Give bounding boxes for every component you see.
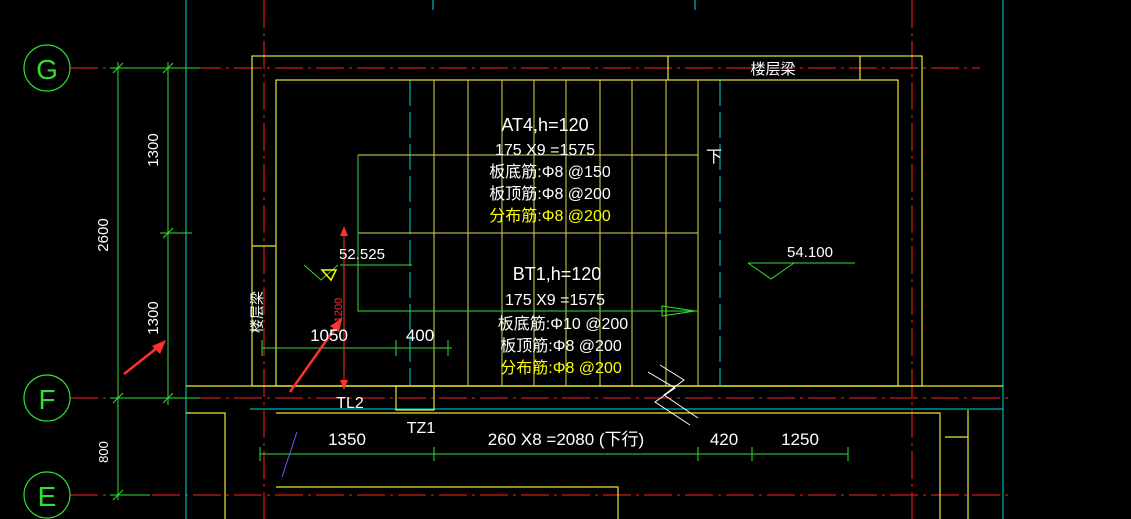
dim-text-flight: 260 X8 =2080 (下行) <box>488 430 644 449</box>
annotation-arrow-left <box>123 340 166 375</box>
label-elev-right: 54.100 <box>787 244 833 261</box>
axis-lines <box>70 0 1010 519</box>
annotation-arrow-center <box>288 318 342 393</box>
at4-top-bar: 板顶筋:Φ8 @200 <box>489 185 611 203</box>
bt1-top-bar: 板顶筋:Φ8 @200 <box>500 337 622 355</box>
bt1-title: BT1,h=120 <box>513 264 602 284</box>
dim-text-left-lower: 1300 <box>145 301 162 334</box>
dim-text-1050: 1050 <box>310 326 348 345</box>
flight-outline <box>357 155 698 312</box>
axis-label-f: F <box>38 384 55 415</box>
dimension-ticks <box>259 340 849 461</box>
dim-text-left-bottom: 800 <box>96 441 111 463</box>
axis-bubble-e: E <box>23 471 71 519</box>
axis-bubble-g: G <box>23 44 71 92</box>
lower-wall-left <box>186 412 226 519</box>
dim-text-left-total: 2600 <box>95 218 112 251</box>
at4-bottom-bar: 板底筋:Φ8 @150 <box>489 163 611 181</box>
at4-title: AT4,h=120 <box>501 115 588 135</box>
dim-tick-2 <box>162 62 174 74</box>
bt1-dist-bar: 分布筋:Φ8 @200 <box>500 359 622 377</box>
axis-label-g: G <box>36 54 58 85</box>
label-tz1: TZ1 <box>407 420 436 437</box>
flight-direction-arrow <box>661 305 696 317</box>
dim-text-1350: 1350 <box>328 430 366 449</box>
vertical-marker-bottom <box>340 380 348 390</box>
stair-at4-notes: AT4,h=120 175 X9 =1575 板底筋:Φ8 @150 板顶筋:Φ… <box>489 115 611 225</box>
lower-wall-inner <box>276 412 941 519</box>
dim-tick-5 <box>162 392 174 404</box>
dim-text-400: 400 <box>406 326 434 345</box>
dim-tick-1 <box>112 62 124 74</box>
label-floor-beam-left: 楼层梁 <box>249 291 265 333</box>
axis-label-e: E <box>38 481 57 512</box>
stair-treads <box>358 80 699 386</box>
elev-right-marker <box>747 262 795 280</box>
break-line-symbol <box>647 371 691 426</box>
label-floor-beam-top: 楼层梁 <box>750 61 795 78</box>
bt1-steps: 175 X9 =1575 <box>505 292 605 309</box>
label-elev-left: 52.525 <box>339 246 385 263</box>
break-line-symbol-2 <box>659 364 699 419</box>
walls <box>186 55 1003 519</box>
dim-tick-6 <box>112 489 124 501</box>
vertical-marker-top <box>340 226 348 236</box>
dim-text-left-upper: 1300 <box>145 133 162 166</box>
dim-tick-4 <box>112 392 124 404</box>
left-dimension-chain <box>110 62 200 501</box>
stair-bt1-notes: BT1,h=120 175 X9 =1575 板底筋:Φ10 @200 板顶筋:… <box>498 264 628 377</box>
dim-text-420: 420 <box>710 430 738 449</box>
violet-line <box>281 431 298 478</box>
at4-steps: 175 X9 =1575 <box>495 142 595 159</box>
bt1-bottom-bar: 板底筋:Φ10 @200 <box>498 315 628 333</box>
label-down: 下 <box>706 149 722 166</box>
label-tl2: TL2 <box>336 395 364 412</box>
axis-bubble-f: F <box>23 374 71 422</box>
tz1-column <box>395 385 435 411</box>
dim-text-1200: 1200 <box>333 298 345 322</box>
at4-dist-bar: 分布筋:Φ8 @200 <box>489 207 611 225</box>
triangle-marker <box>320 269 338 282</box>
dim-tick-3 <box>162 227 174 239</box>
lower-room-line <box>276 486 619 519</box>
dim-text-1250: 1250 <box>781 430 819 449</box>
